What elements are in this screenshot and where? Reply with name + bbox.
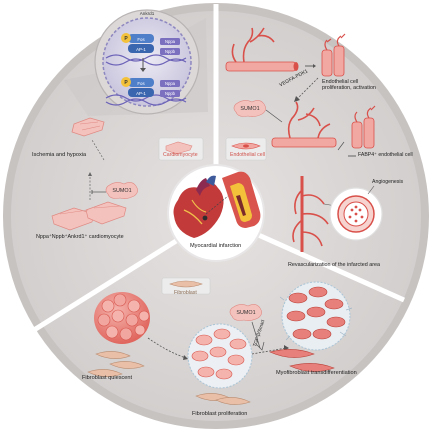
- tf-top-1: Fos: [137, 37, 145, 42]
- cardiomyocyte-tag-icon: [165, 141, 193, 155]
- gene-box-top-1: Nppa: [165, 39, 176, 44]
- revascularization-label: Revascularization of the infarcted area: [288, 262, 380, 268]
- quiescent-fibroblasts: [87, 351, 145, 377]
- fibroblast-tag-label: Fibroblast: [174, 290, 197, 296]
- gene-box-top-2: Nppb: [165, 49, 176, 54]
- fibroblast-proliferation-cluster: [187, 323, 253, 389]
- sumo1-right: [233, 100, 266, 117]
- endothelial-effect-label: Endothelial cell proliferation, activati…: [322, 79, 376, 92]
- revascularization-vessels: [292, 176, 349, 252]
- myofibroblast-label: Myofibroblast transdifferentiation: [276, 370, 357, 376]
- result-cardiomyocytes: [51, 201, 127, 231]
- stress-label: Ischemia and hypoxia: [32, 152, 87, 158]
- sprout-top: [321, 33, 346, 77]
- heart-icon: [173, 175, 224, 238]
- fibroblast-tag-icon: [169, 280, 203, 288]
- gene-box-bottom-1: Nppa: [165, 81, 176, 86]
- fabp4-label: FABP4⁺ endothelial cell: [358, 152, 413, 158]
- myofibroblast-cluster: [279, 281, 353, 351]
- endothelial-tag-icon: [231, 142, 261, 150]
- sumo1-left-label: SUMO1: [112, 188, 131, 194]
- cardiomyocyte-nucleus-zoom: [64, 9, 208, 116]
- center-label: Myocardial infarction: [190, 243, 242, 249]
- sumo1-bottom: [229, 304, 262, 321]
- complex-top: AP-1: [136, 47, 146, 52]
- endothelial-tag-label: Endothelial cell: [230, 152, 265, 158]
- artery-plaque-icon: [222, 171, 261, 228]
- fibroblast-quiescent-cluster: [94, 292, 150, 344]
- fibroblast-quiescent-label: Fibroblast quiescent: [82, 375, 133, 381]
- sumo1-left: [105, 182, 138, 199]
- angiogenesis-lumen: [329, 187, 383, 241]
- cardiomyocyte-small: [71, 117, 105, 137]
- p-badge-top: P: [124, 36, 128, 42]
- vessel-top: [225, 27, 299, 72]
- sumo1-right-label: SUMO1: [240, 106, 259, 112]
- complex-bottom: AP-1: [136, 91, 146, 96]
- vessel-middle: [271, 101, 337, 148]
- myofibroblast-elongated: [269, 349, 335, 372]
- cardiomyocyte-tag-label: Cardiomyocyte: [163, 152, 198, 158]
- result-cardiomyocyte-label: Nppa⁺Nppb⁺Ankrd1⁺ cardiomyocyte: [36, 234, 124, 240]
- angiogenesis-label: Angiogenesis: [372, 179, 404, 185]
- p-badge-bottom: P: [124, 80, 128, 86]
- proliferating-fibroblasts: [195, 393, 251, 405]
- sprout-middle: [351, 105, 376, 149]
- nucleus-gene-label: Ankrd1: [140, 11, 155, 16]
- tf-bottom-1: Fos: [137, 81, 145, 86]
- gene-box-bottom-2: Nppb: [165, 91, 176, 96]
- sumo1-bottom-label: SUMO1: [236, 310, 255, 316]
- fibroblast-proliferation-label: Fibroblast proliferation: [192, 411, 248, 417]
